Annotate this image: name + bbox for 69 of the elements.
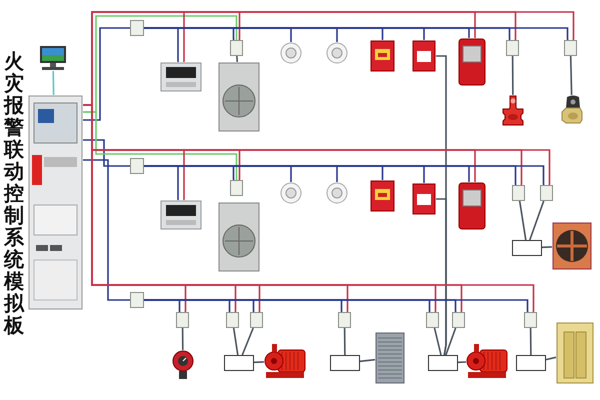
connector-line (530, 328, 532, 355)
connector-line (542, 246, 552, 248)
control-box (516, 355, 546, 371)
connector-line (82, 159, 130, 301)
connector-line (445, 328, 456, 356)
connector-line (242, 328, 254, 356)
control-cabinet-drawing (28, 95, 83, 310)
input-module (506, 40, 519, 56)
connector-line (436, 198, 447, 356)
control-module (250, 312, 263, 328)
heat-detector-icon (326, 182, 348, 204)
control-module (426, 312, 439, 328)
control-module (524, 312, 537, 328)
shutter-door-drawing (375, 332, 405, 384)
manual-call-point-icon (370, 40, 395, 72)
pressure-switch-drawing (172, 350, 194, 380)
flow-indicator-drawing (502, 95, 524, 127)
isolator-module (130, 158, 144, 174)
connector-line (254, 361, 264, 364)
smoke-detector-icon (326, 42, 348, 64)
pump-drawing (264, 342, 306, 380)
sounder-strobe-drawing (458, 38, 486, 86)
smoke-detector-icon (280, 182, 302, 204)
connector-line (232, 328, 239, 356)
control-box (512, 240, 542, 256)
connector-line (344, 328, 346, 355)
control-module (338, 312, 351, 328)
connector-line (52, 70, 54, 96)
speaker-drawing (218, 202, 260, 272)
smoke-detector-icon (280, 42, 302, 64)
control-module (512, 185, 525, 201)
control-box (428, 355, 458, 371)
control-box (224, 355, 254, 371)
connector-line (236, 56, 238, 62)
display-panel-drawing (160, 62, 202, 92)
connector-line (434, 328, 442, 356)
connector-line (529, 200, 544, 240)
control-box (330, 355, 360, 371)
broadcast-module (230, 180, 243, 196)
title: 火灾报警联动控制系统模拟板 (4, 50, 26, 336)
control-module (564, 40, 577, 56)
connector-line (82, 139, 130, 167)
display-panel-drawing (160, 200, 202, 230)
control-module (226, 312, 239, 328)
solenoid-valve-drawing (560, 95, 584, 125)
alarm-button-icon (412, 183, 436, 215)
broadcast-module (230, 40, 243, 56)
pump-drawing (466, 342, 508, 380)
connector-line (546, 356, 556, 360)
connector-line (518, 200, 527, 240)
control-module (452, 312, 465, 328)
connector-line (144, 299, 529, 312)
elevator-car-drawing (556, 322, 594, 384)
input-module (176, 312, 189, 328)
isolator-module (130, 292, 144, 308)
connector-line (512, 56, 514, 95)
sounder-strobe-drawing (458, 182, 486, 230)
manual-call-point-icon (370, 180, 395, 212)
connector-line (360, 358, 376, 362)
isolator-module (130, 20, 144, 36)
computer-monitor-icon (38, 45, 68, 71)
speaker-drawing (218, 62, 260, 132)
fan-drawing (552, 222, 592, 270)
connector-line (570, 56, 572, 96)
alarm-button-icon (412, 40, 436, 72)
control-module (540, 185, 553, 201)
connector-line (458, 361, 466, 364)
connector-line (182, 328, 184, 350)
connector-line (82, 27, 130, 121)
